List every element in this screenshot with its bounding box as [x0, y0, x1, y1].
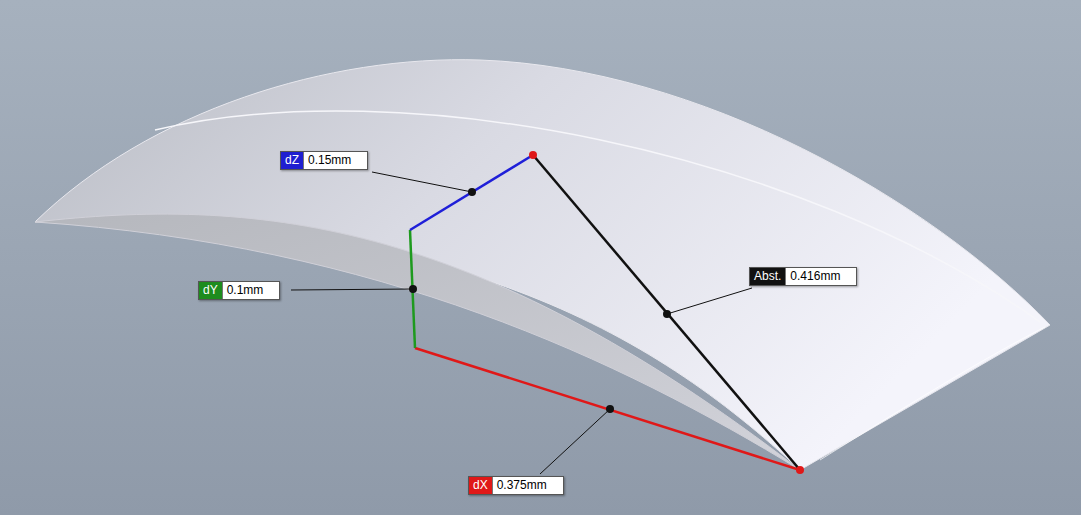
leader-lines — [291, 172, 752, 474]
dimension-value: 0.1mm — [222, 282, 280, 299]
axis-tag: dY — [199, 282, 222, 299]
distance-line — [533, 155, 800, 470]
measure-tag: dX0.375mm — [468, 476, 564, 495]
measure-lines — [410, 155, 800, 470]
dz-line — [410, 155, 533, 230]
measure-tag: dZ0.15mm — [280, 151, 368, 170]
surface-shell — [35, 60, 1050, 470]
axis-tag: dZ — [281, 152, 303, 169]
measure-tag: dY0.1mm — [198, 281, 280, 300]
dx-line — [415, 348, 800, 470]
measure-points — [409, 151, 804, 474]
axis-tag: dX — [469, 477, 492, 494]
axis-tag: Abst. — [750, 268, 785, 285]
dimension-value: 0.416mm — [785, 268, 856, 285]
dimension-value: 0.15mm — [303, 152, 367, 169]
dimension-value: 0.375mm — [492, 477, 563, 494]
measure-tag: Abst.0.416mm — [749, 267, 857, 286]
